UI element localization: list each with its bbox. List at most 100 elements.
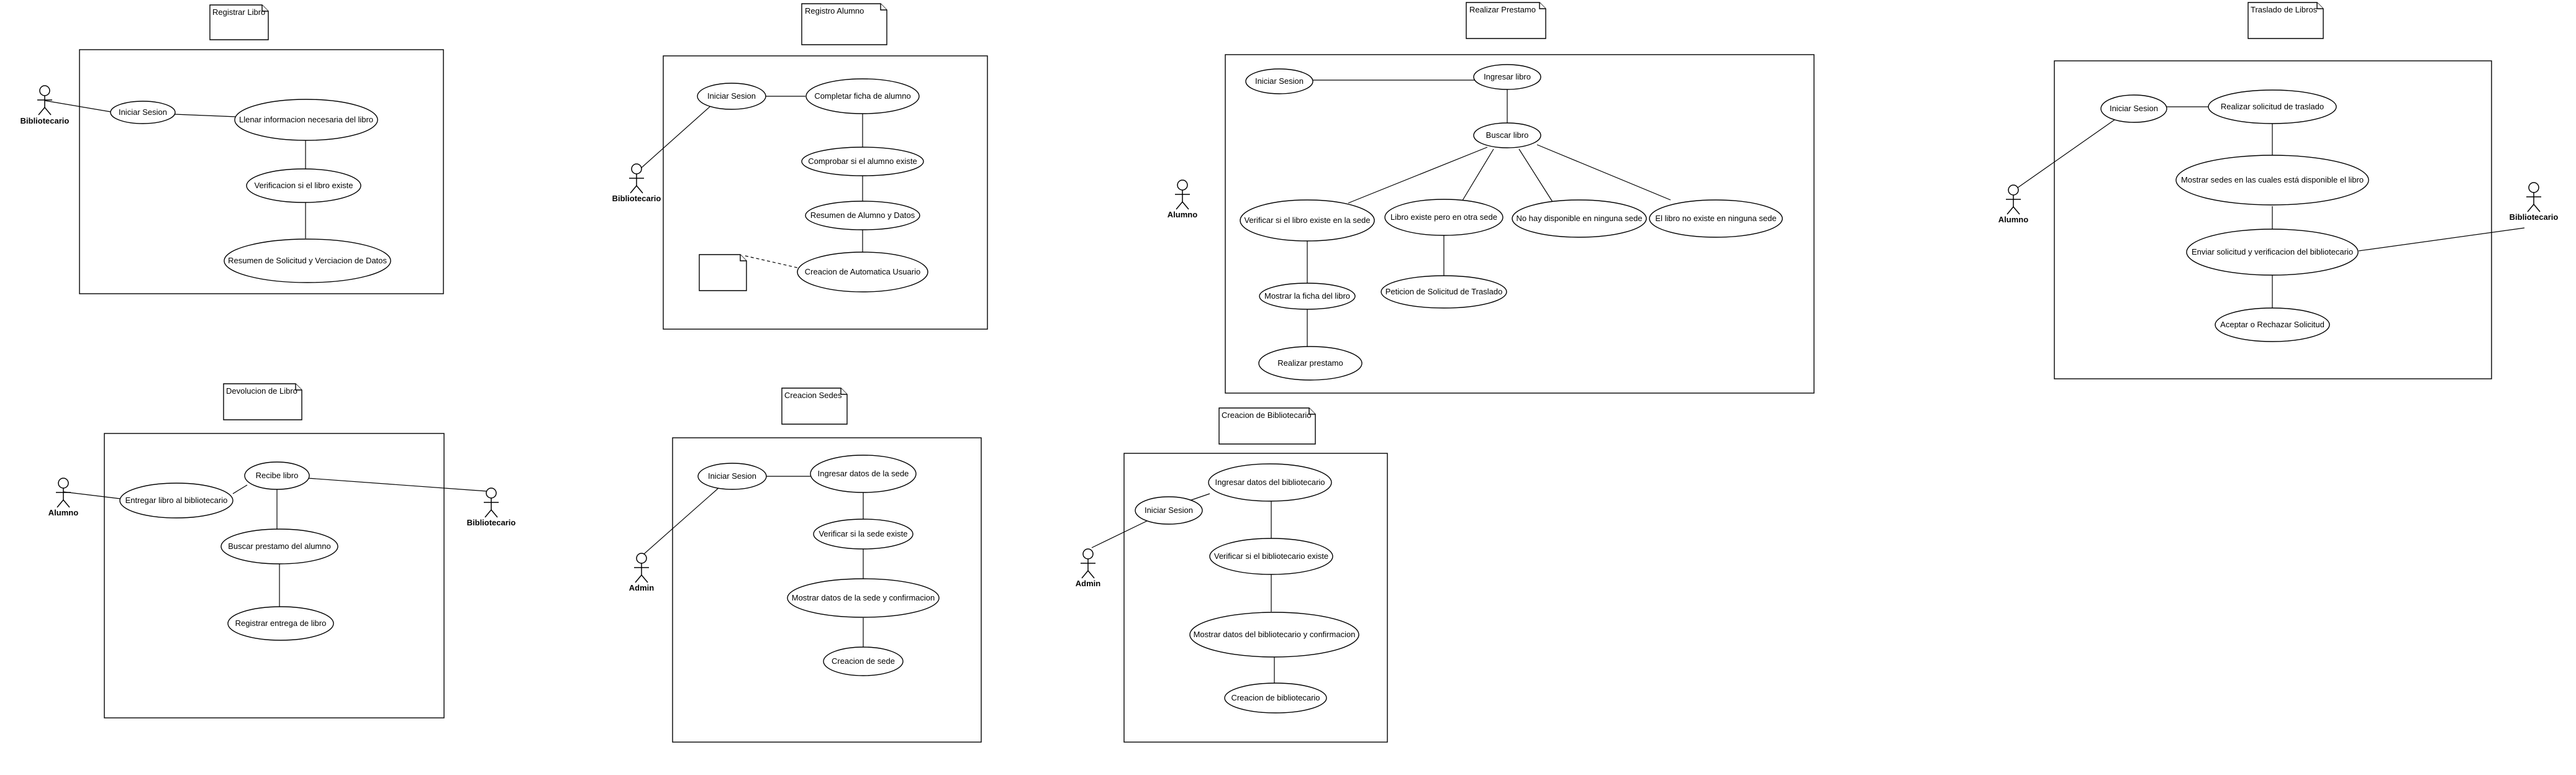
diagram-registrar-libro: Registrar Libro Bibliotecario Iniciar Se… (20, 4, 444, 294)
title-note (781, 388, 848, 425)
use-case[interactable]: Completar ficha de alumno (805, 78, 920, 114)
use-case-label: Realizar solicitud de traslado (2221, 102, 2324, 111)
use-case[interactable]: Entregar libro al bibliotecario (119, 483, 234, 519)
note-fold (1539, 2, 1546, 9)
use-case-label: Enviar solicitud y verificacion del bibl… (2192, 247, 2353, 256)
note-fold (880, 4, 887, 11)
actor-label: Bibliotecario (2510, 212, 2559, 222)
use-case[interactable]: Creacion de sede (823, 646, 904, 676)
actor-admin: Admin (1076, 548, 1101, 588)
note-fold (295, 384, 302, 391)
use-case[interactable]: Creacion de bibliotecario (1224, 682, 1327, 714)
actor-alumno: Alumno (1998, 184, 2028, 224)
use-case[interactable]: Comprobar si el alumno existe (801, 147, 924, 176)
use-case[interactable]: Peticion de Solicitud de Traslado (1381, 275, 1507, 309)
system-boundary (663, 55, 988, 330)
title-note (223, 383, 302, 420)
diagram-realizar-prestamo: Realizar Prestamo Alumno Iniciar Sesion … (1168, 2, 1815, 394)
use-case-label: Verificacion si el libro existe (255, 181, 353, 190)
use-case[interactable]: Resumen de Alumno y Datos (805, 201, 920, 230)
actor-label: Bibliotecario (20, 116, 70, 125)
use-case[interactable]: Recibe libro (244, 461, 310, 490)
diagram-title: Registrar Libro (212, 7, 265, 17)
title-note (1466, 2, 1546, 39)
use-case[interactable]: Buscar libro (1473, 122, 1541, 148)
use-case-label: No hay disponible en ninguna sede (1516, 214, 1642, 223)
use-case-label: Registrar entrega de libro (235, 619, 327, 628)
actor-label: Bibliotecario (467, 518, 516, 527)
note-fold (1308, 408, 1315, 415)
use-case[interactable]: Verificar si el bibliotecario existe (1209, 538, 1333, 575)
actor-bibliotecario: Bibliotecario (20, 85, 70, 125)
use-case[interactable]: El libro no existe en ninguna sede (1649, 199, 1783, 238)
use-case[interactable]: Libro existe pero en otra sede (1384, 199, 1503, 236)
use-case[interactable]: Ingresar datos del bibliotecario (1208, 463, 1332, 502)
system-boundary (672, 437, 982, 743)
title-note (2247, 2, 2324, 39)
use-case-label: Buscar libro (1486, 130, 1529, 140)
use-case-label: Verificar si el libro existe en la sede (1244, 215, 1370, 225)
use-case[interactable]: Iniciar Sesion (1245, 68, 1313, 94)
use-case[interactable]: Iniciar Sesion (697, 83, 766, 110)
diagram-title: Registro Alumno (805, 6, 864, 16)
use-case[interactable]: No hay disponible en ninguna sede (1512, 199, 1647, 238)
use-case-label: Mostrar datos del bibliotecario y confir… (1194, 630, 1356, 639)
actor-label: Admin (629, 583, 655, 592)
use-case[interactable]: Iniciar Sesion (2100, 94, 2167, 123)
system-boundary (1225, 54, 1815, 394)
use-case[interactable]: Verificar si la sede existe (813, 519, 914, 550)
use-case[interactable]: Aceptar o Rechazar Solicitud (2215, 307, 2330, 342)
system-boundary (1123, 453, 1388, 743)
use-case-label: Iniciar Sesion (708, 471, 756, 481)
use-case[interactable]: Iniciar Sesion (110, 101, 176, 124)
system-boundary (104, 433, 445, 718)
use-case[interactable]: Realizar solicitud de traslado (2208, 89, 2337, 124)
use-case[interactable]: Verificacion si el libro existe (246, 168, 361, 203)
diagram-title: Creacion de Bibliotecario (1222, 410, 1312, 420)
use-case[interactable]: Resumen de Solicitud y Verciacion de Dat… (224, 238, 391, 283)
use-case[interactable]: Realizar prestamo (1258, 346, 1363, 381)
use-case[interactable]: Mostrar datos del bibliotecario y confir… (1189, 612, 1359, 658)
use-case[interactable]: Llenar informacion necesaria del libro (234, 99, 378, 141)
use-case-label: Completar ficha de alumno (814, 91, 910, 101)
system-boundary (2054, 60, 2492, 379)
use-case[interactable]: Mostrar la ficha del libro (1259, 283, 1356, 310)
use-case[interactable]: Ingresar datos de la sede (810, 455, 917, 493)
use-case-label: Iniciar Sesion (1255, 76, 1304, 86)
actor-bibliotecario: Bibliotecario (467, 487, 516, 527)
use-case[interactable]: Iniciar Sesion (1135, 496, 1203, 525)
use-case[interactable]: Buscar prestamo del alumno (220, 528, 338, 564)
use-case-label: Ingresar libro (1484, 72, 1531, 81)
actor-label: Admin (1076, 579, 1101, 588)
use-case[interactable]: Iniciar Sesion (697, 463, 767, 490)
use-case-label: Entregar libro al bibliotecario (125, 496, 228, 505)
use-case[interactable]: Creacion de Automatica Usuario (797, 252, 928, 292)
title-note (801, 3, 887, 45)
diagram-title: Creacion Sedes (784, 391, 842, 400)
use-case[interactable]: Mostrar sedes en las cuales está disponi… (2175, 155, 2369, 206)
use-case-label: Aceptar o Rechazar Solicitud (2220, 320, 2324, 329)
use-case-label: Mostrar la ficha del libro (1264, 291, 1350, 301)
actor-bibliotecario: Bibliotecario (612, 163, 661, 203)
use-case[interactable]: Ingresar libro (1473, 64, 1541, 90)
actor-label: Alumno (1998, 215, 2028, 224)
use-case[interactable]: Registrar entrega de libro (227, 606, 334, 641)
use-case-label: Ingresar datos del bibliotecario (1215, 478, 1325, 487)
actor-bibliotecario: Bibliotecario (2510, 182, 2559, 222)
use-case-label: Realizar prestamo (1277, 358, 1343, 368)
use-case[interactable]: Mostrar datos de la sede y confirmacion (787, 578, 940, 618)
use-case[interactable]: Enviar solicitud y verificacion del bibl… (2186, 229, 2359, 276)
diagram-traslado-de-libros: Traslado de Libros Alumno Bibliotecario … (1998, 2, 2559, 379)
note-fold (2316, 2, 2323, 9)
use-case[interactable]: Verificar si el libro existe en la sede (1240, 199, 1375, 242)
use-case-label: Mostrar sedes en las cuales está disponi… (2181, 175, 2364, 184)
actor-label: Bibliotecario (612, 194, 661, 203)
use-case-label: Creacion de Automatica Usuario (805, 267, 920, 276)
use-case-label: Peticion de Solicitud de Traslado (1386, 287, 1503, 296)
use-case-label: Llenar informacion necesaria del libro (239, 115, 373, 124)
use-case-label: Verificar si el bibliotecario existe (1214, 551, 1328, 561)
diagram-creacion-sedes: Creacion Sedes Admin Iniciar Sesion Ingr… (629, 388, 982, 743)
actor-label: Alumno (1168, 210, 1197, 219)
use-case-label: Verificar si la sede existe (819, 529, 907, 538)
actor-alumno: Alumno (1168, 179, 1197, 219)
